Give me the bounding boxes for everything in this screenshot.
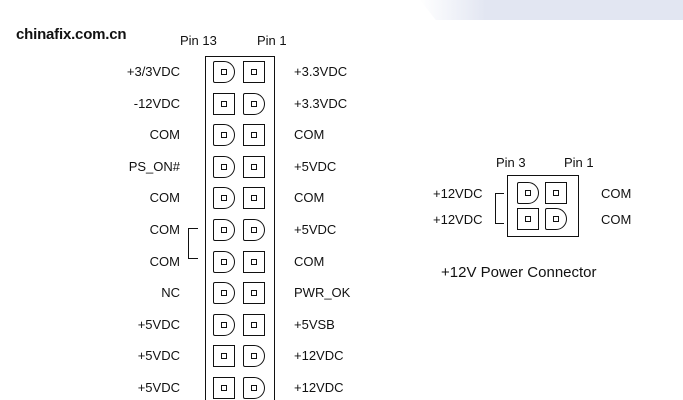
atx24-pin-left [213,219,235,241]
pin-contact [251,163,257,170]
p4-left-label: +12VDC [433,186,483,201]
atx24-left-label: COM [149,190,180,206]
pin-contact [251,69,257,75]
atx24-pin-left [213,345,235,368]
pin-contact [221,132,227,139]
atx24-right-label: +5VDC [294,158,337,174]
atx24-pin-right [243,124,265,147]
atx24-pin-right [243,187,265,210]
atx24-pin-left [213,92,235,115]
atx24-pin-right [243,219,265,241]
pin-contact [525,190,531,196]
atx24-connector-housing [205,56,275,400]
pin-contact [221,195,227,202]
atx24-left-label: +5VDC [137,380,180,395]
atx24-left-label: COM [149,253,180,269]
p4-connector-housing [507,175,579,237]
atx24-pin-right [243,155,265,178]
pin-contact [221,163,227,170]
pin-contact [221,290,227,297]
p4-pin1-header: Pin 1 [564,155,594,170]
pin-contact [251,385,257,391]
pin-contact [553,216,559,222]
pin-contact [221,69,227,75]
p4-pin-right [545,182,567,204]
p4-right-label: COM [601,212,632,227]
atx24-left-label: +5VDC [137,348,180,364]
atx24-left-label: PS_ON# [128,158,180,174]
atx24-pin-left [213,282,235,305]
p4-pin-left [517,182,539,204]
atx24-left-label: +3/3VDC [126,64,180,79]
atx24-right-label: COM [294,253,325,269]
watermark: chinafix.com.cn [16,26,127,43]
pin-contact [221,100,227,107]
atx24-pin1-header: Pin 1 [257,33,287,48]
atx24-right-label: +5VDC [294,222,337,237]
atx24-pin-right [243,92,265,115]
atx24-right-label: +12VDC [294,380,344,395]
atx24-left-label: COM [149,222,180,237]
atx24-left-label: COM [149,127,180,143]
atx24-pin-left [213,250,235,273]
atx24-pin-left [213,377,235,399]
pin-contact [251,227,257,233]
atx24-right-label: +12VDC [294,348,344,364]
atx24-pin-left [213,313,235,336]
pin-contact [221,385,227,391]
atx24-right-label: +3.3VDC [294,95,348,111]
atx24-right-label: COM [294,190,325,206]
atx24-pin-left [213,61,235,83]
atx24-right-label: +3.3VDC [294,64,348,79]
p4-pin-left [517,208,539,230]
atx24-pin-left [213,187,235,210]
pin-contact [251,195,257,202]
atx24-pin-right [243,61,265,83]
p4-bracket [495,193,504,224]
pin-contact [251,258,257,265]
atx24-right-label: PWR_OK [294,285,351,301]
atx24-left-label: -12VDC [133,95,180,111]
p4-right-label: COM [601,186,632,201]
atx24-pin-right [243,345,265,368]
atx24-left-label: +5VDC [137,316,180,332]
pin-contact [221,353,227,360]
p4-caption: +12V Power Connector [441,264,597,281]
atx24-right-label: +5VSB [294,316,335,332]
pin-contact [251,290,257,297]
atx24-right-label: COM [294,127,325,143]
pin-contact [251,132,257,139]
atx24-pin-left [213,155,235,178]
pin-contact [251,353,257,360]
p4-pin-right [545,208,567,230]
pin-contact [221,321,227,328]
pin-contact [251,321,257,328]
atx24-pin-right [243,313,265,336]
p4-pin3-header: Pin 3 [496,155,526,170]
corner-shade [420,0,683,20]
pin-contact [525,216,531,222]
atx24-pin-right [243,377,265,399]
pin-contact [221,258,227,265]
atx24-pin-right [243,282,265,305]
pin-contact [553,190,559,196]
atx24-left-label: NC [161,285,180,301]
pin-contact [251,100,257,107]
atx24-pin13-header: Pin 13 [180,33,217,48]
atx24-pin-right [243,250,265,273]
atx24-com-bracket [188,228,198,259]
p4-left-label: +12VDC [433,212,483,227]
atx24-pin-left [213,124,235,147]
pin-contact [221,227,227,233]
